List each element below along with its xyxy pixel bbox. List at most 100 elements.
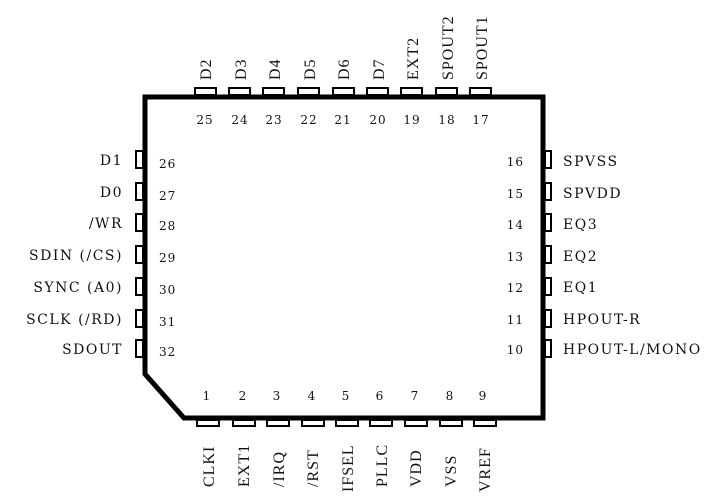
- right-pin-row: 16 SPVSS 15 SPVDD 14 EQ3 13 EQ2 12 EQ1 1…: [507, 150, 702, 358]
- pin-pad: [544, 339, 552, 358]
- pin-label: D6: [336, 58, 353, 80]
- pin-number: 15: [507, 187, 524, 201]
- pin-number: 29: [159, 251, 176, 265]
- pin-pad: [544, 245, 552, 264]
- pin-22: 22 D5: [297, 58, 320, 127]
- pin-label: D2: [198, 58, 215, 80]
- pin-label: D1: [100, 153, 123, 169]
- pin-6: 6 PLLC: [369, 389, 393, 487]
- pin-number: 19: [403, 113, 420, 127]
- pin-5: 5 IFSEL: [335, 389, 359, 492]
- pin-8: 8 VSS: [439, 389, 463, 487]
- pin-pad: [135, 182, 144, 201]
- pin-pad: [135, 277, 144, 296]
- pin-26: 26 D1: [100, 150, 176, 171]
- bottom-pin-row: 1 CLKI 2 EXT1 3 /IRQ 4 /RST 5 IFSEL 6 PL…: [196, 389, 497, 492]
- pin-label: D0: [100, 185, 123, 201]
- pin-label: CLKI: [201, 446, 218, 487]
- pin-number: 25: [196, 113, 213, 127]
- pin-label: D7: [371, 58, 388, 80]
- pin-number: 5: [342, 389, 351, 403]
- pin-label: HPOUT-R: [563, 312, 641, 328]
- pin-21: 21 D6: [332, 58, 355, 127]
- pin-pad: [544, 309, 552, 328]
- pin-number: 7: [411, 389, 420, 403]
- pin-pad: [400, 87, 423, 96]
- pin-number: 26: [159, 157, 176, 171]
- pin-number: 11: [507, 313, 524, 327]
- pin-pad: [297, 87, 320, 96]
- pin-number: 1: [203, 389, 212, 403]
- pin-label: D5: [302, 58, 319, 80]
- pin-number: 16: [507, 155, 524, 169]
- pin-label: VDD: [408, 449, 425, 487]
- pin-label: EQ1: [563, 280, 598, 296]
- pin-9: 9 VREF: [473, 389, 497, 492]
- pin-number: 12: [507, 281, 524, 295]
- pin-pad: [194, 87, 217, 96]
- pin-27: 27 D0: [100, 182, 176, 203]
- pin-number: 24: [231, 113, 248, 127]
- pin-number: 18: [438, 113, 455, 127]
- pin-number: 21: [334, 113, 351, 127]
- pin-number: 31: [159, 315, 176, 329]
- pin-label: IFSEL: [340, 444, 357, 492]
- pin-16: 16 SPVSS: [507, 150, 619, 170]
- pin-number: 2: [239, 389, 248, 403]
- pin-label: SPVSS: [563, 154, 619, 170]
- pin-32: 32 SDOUT: [62, 339, 176, 359]
- chip-body-outline: [142, 94, 546, 421]
- pin-pad: [544, 150, 552, 169]
- pin-pad: [469, 87, 492, 96]
- pin-3: 3 /IRQ: [266, 389, 290, 487]
- pin-pad: [332, 87, 355, 96]
- pin-label: VREF: [477, 447, 494, 492]
- pin-11: 11 HPOUT-R: [507, 309, 641, 328]
- pin-31: 31 SCLK (/RD): [26, 309, 176, 329]
- pin-pad: [135, 213, 144, 232]
- pin-number: 4: [308, 389, 317, 403]
- pin-pad: [366, 87, 389, 96]
- left-pin-row: 26 D1 27 D0 28 /WR 29 SDIN (/CS) 30 SYNC…: [26, 150, 176, 359]
- pin-label: EXT1: [236, 444, 253, 487]
- pin-pad: [135, 339, 144, 358]
- pin-number: 20: [369, 113, 386, 127]
- pin-25: 25 D2: [194, 58, 217, 127]
- pin-29: 29 SDIN (/CS): [29, 245, 176, 265]
- pin-2: 2 EXT1: [232, 389, 256, 487]
- pin-number: 9: [479, 389, 488, 403]
- pin-number: 22: [300, 113, 317, 127]
- pin-15: 15 SPVDD: [507, 182, 621, 202]
- pin-label: D4: [267, 58, 284, 80]
- pin-label: VSS: [443, 455, 460, 487]
- pin-label: /IRQ: [271, 451, 288, 487]
- pin-label: SCLK (/RD): [26, 312, 123, 328]
- pin-pad: [544, 213, 552, 232]
- pin-label: SPOUT2: [440, 15, 457, 80]
- pin-label: /RST: [305, 449, 322, 487]
- pin-label: SYNC (A0): [33, 280, 123, 296]
- pin-pad: [228, 87, 251, 96]
- pin-label: SDOUT: [62, 342, 123, 358]
- pin-17: 17 SPOUT1: [469, 15, 492, 127]
- pin-pad: [301, 419, 325, 427]
- pin-pad: [266, 419, 290, 427]
- pin-30: 30 SYNC (A0): [33, 277, 175, 297]
- pin-label: HPOUT-L/MONO: [563, 342, 702, 358]
- pin-1: 1 CLKI: [196, 389, 220, 487]
- pin-pad: [435, 87, 458, 96]
- pin-label: D3: [233, 58, 250, 80]
- pin-pad: [544, 182, 552, 201]
- pin-pad: [135, 309, 144, 328]
- pin-19: 19 EXT2: [400, 37, 423, 127]
- pin-label: PLLC: [374, 444, 391, 487]
- pin-24: 24 D3: [228, 58, 251, 127]
- pin-number: 6: [376, 389, 385, 403]
- pin-number: 32: [159, 345, 176, 359]
- pin-pad: [335, 419, 359, 427]
- pin-23: 23 D4: [262, 58, 285, 127]
- pin-label: EXT2: [405, 37, 422, 80]
- pin-number: 14: [507, 218, 524, 232]
- pin-number: 27: [159, 189, 176, 203]
